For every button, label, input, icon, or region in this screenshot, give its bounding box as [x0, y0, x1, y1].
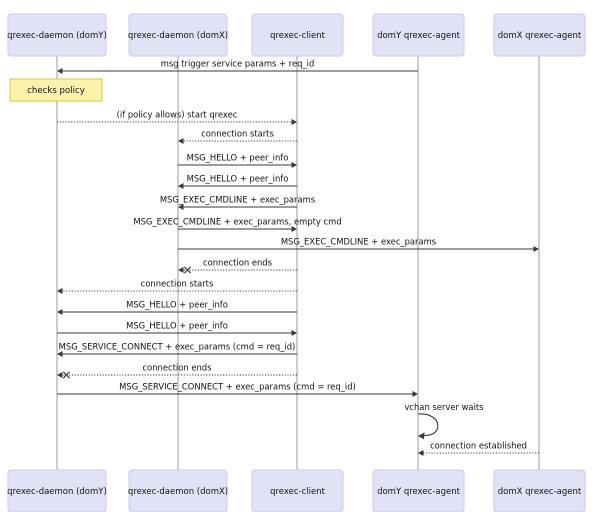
message-label-m1: msg trigger service params + req_id: [161, 59, 315, 69]
message-label-m6: MSG_EXEC_CMDLINE + exec_params: [160, 195, 315, 205]
self-message-loop-vchan-loop: [417, 413, 439, 436]
participant-box-agentY-bottom[interactable]: [372, 469, 465, 512]
note-box-checks-policy[interactable]: [9, 78, 103, 102]
participant-box-agentY-top[interactable]: [372, 13, 465, 57]
self-messages-group: vchan server waits: [404, 402, 484, 440]
arrow-head-m5: [178, 183, 184, 189]
participant-label-agentY-bottom: domY qrexec-agent: [377, 487, 461, 497]
participant-box-client-top[interactable]: [251, 13, 344, 57]
lifelines-group: [56, 56, 540, 470]
message-label-m5: MSG_HELLO + peer_info: [187, 174, 289, 184]
participant-label-client-top: qrexec-client: [270, 31, 326, 41]
connection-terminated-x-icon-m9: [183, 266, 192, 274]
participant-box-daemonY-bottom[interactable]: [7, 469, 107, 512]
participant-label-agentX-bottom: domX qrexec-agent: [498, 487, 582, 497]
participant-label-daemonX-top: qrexec-daemon (domX): [128, 31, 228, 41]
arrow-head-m10: [57, 288, 63, 294]
self-message-label-vchan-loop: vchan server waits: [404, 402, 483, 412]
participant-box-daemonX-bottom[interactable]: [128, 469, 228, 512]
participant-box-agentX-bottom[interactable]: [493, 469, 586, 512]
participants-bottom-group: qrexec-daemon (domY) qrexec-daemon (domX)…: [7, 469, 586, 512]
message-label-m15: MSG_SERVICE_CONNECT + exec_params (cmd =…: [119, 382, 356, 392]
participant-label-client-bottom: qrexec-client: [270, 487, 326, 497]
participant-label-daemonY-bottom: qrexec-daemon (domY): [7, 487, 107, 497]
arrow-head-m9: [178, 267, 184, 273]
message-label-m7: MSG_EXEC_CMDLINE + exec_params, empty cm…: [133, 217, 341, 227]
participant-label-agentY-top: domY qrexec-agent: [377, 31, 461, 41]
arrow-head-m6: [178, 204, 184, 210]
participant-box-daemonY-top[interactable]: [7, 13, 107, 57]
participant-box-agentX-top[interactable]: [493, 13, 586, 57]
arrow-head-m12: [291, 330, 297, 336]
arrow-head-m7: [291, 226, 297, 232]
note-label-checks-policy: checks policy: [27, 86, 85, 96]
message-label-m2: (if policy allows) start qrexec: [117, 110, 238, 120]
participant-label-daemonX-bottom: qrexec-daemon (domX): [128, 487, 228, 497]
message-label-m4: MSG_HELLO + peer_info: [187, 153, 289, 163]
message-label-m11: MSG_HELLO + peer_info: [126, 300, 228, 310]
arrow-head-m1: [57, 68, 63, 74]
message-label-m13: MSG_SERVICE_CONNECT + exec_params (cmd =…: [59, 342, 296, 352]
arrow-head-m11: [57, 309, 63, 315]
connection-terminated-x-icon-m14: [62, 371, 71, 379]
message-label-m14: connection ends: [143, 363, 212, 373]
participants-top-group: qrexec-daemon (domY) qrexec-daemon (domX)…: [7, 13, 586, 57]
participant-box-daemonX-top[interactable]: [128, 13, 228, 57]
participant-label-agentX-top: domX qrexec-agent: [498, 31, 582, 41]
message-label-m3: connection starts: [201, 129, 274, 139]
arrow-head-m2: [291, 119, 297, 125]
message-label-m12: MSG_HELLO + peer_info: [126, 321, 228, 331]
messages-group: msg trigger service params + req_id (if p…: [57, 59, 539, 456]
message-label-m10: connection starts: [141, 279, 214, 289]
arrow-head-m3: [178, 138, 184, 144]
arrow-head-m15: [412, 391, 418, 397]
participant-label-daemonY-top: qrexec-daemon (domY): [7, 31, 107, 41]
message-label-m9: connection ends: [203, 258, 272, 268]
self-message-arrow-head-vchan-loop: [418, 432, 425, 440]
arrow-head-m8: [533, 246, 539, 252]
notes-group: checks policy: [9, 78, 103, 102]
arrow-head-m14: [57, 372, 63, 378]
participant-box-client-bottom[interactable]: [251, 469, 344, 512]
message-label-m8: MSG_EXEC_CMDLINE + exec_params: [281, 237, 436, 247]
arrow-head-m4: [291, 162, 297, 168]
arrow-head-m16: [418, 450, 424, 456]
message-label-m16: connection established: [430, 441, 527, 451]
arrow-head-m13: [57, 351, 63, 357]
